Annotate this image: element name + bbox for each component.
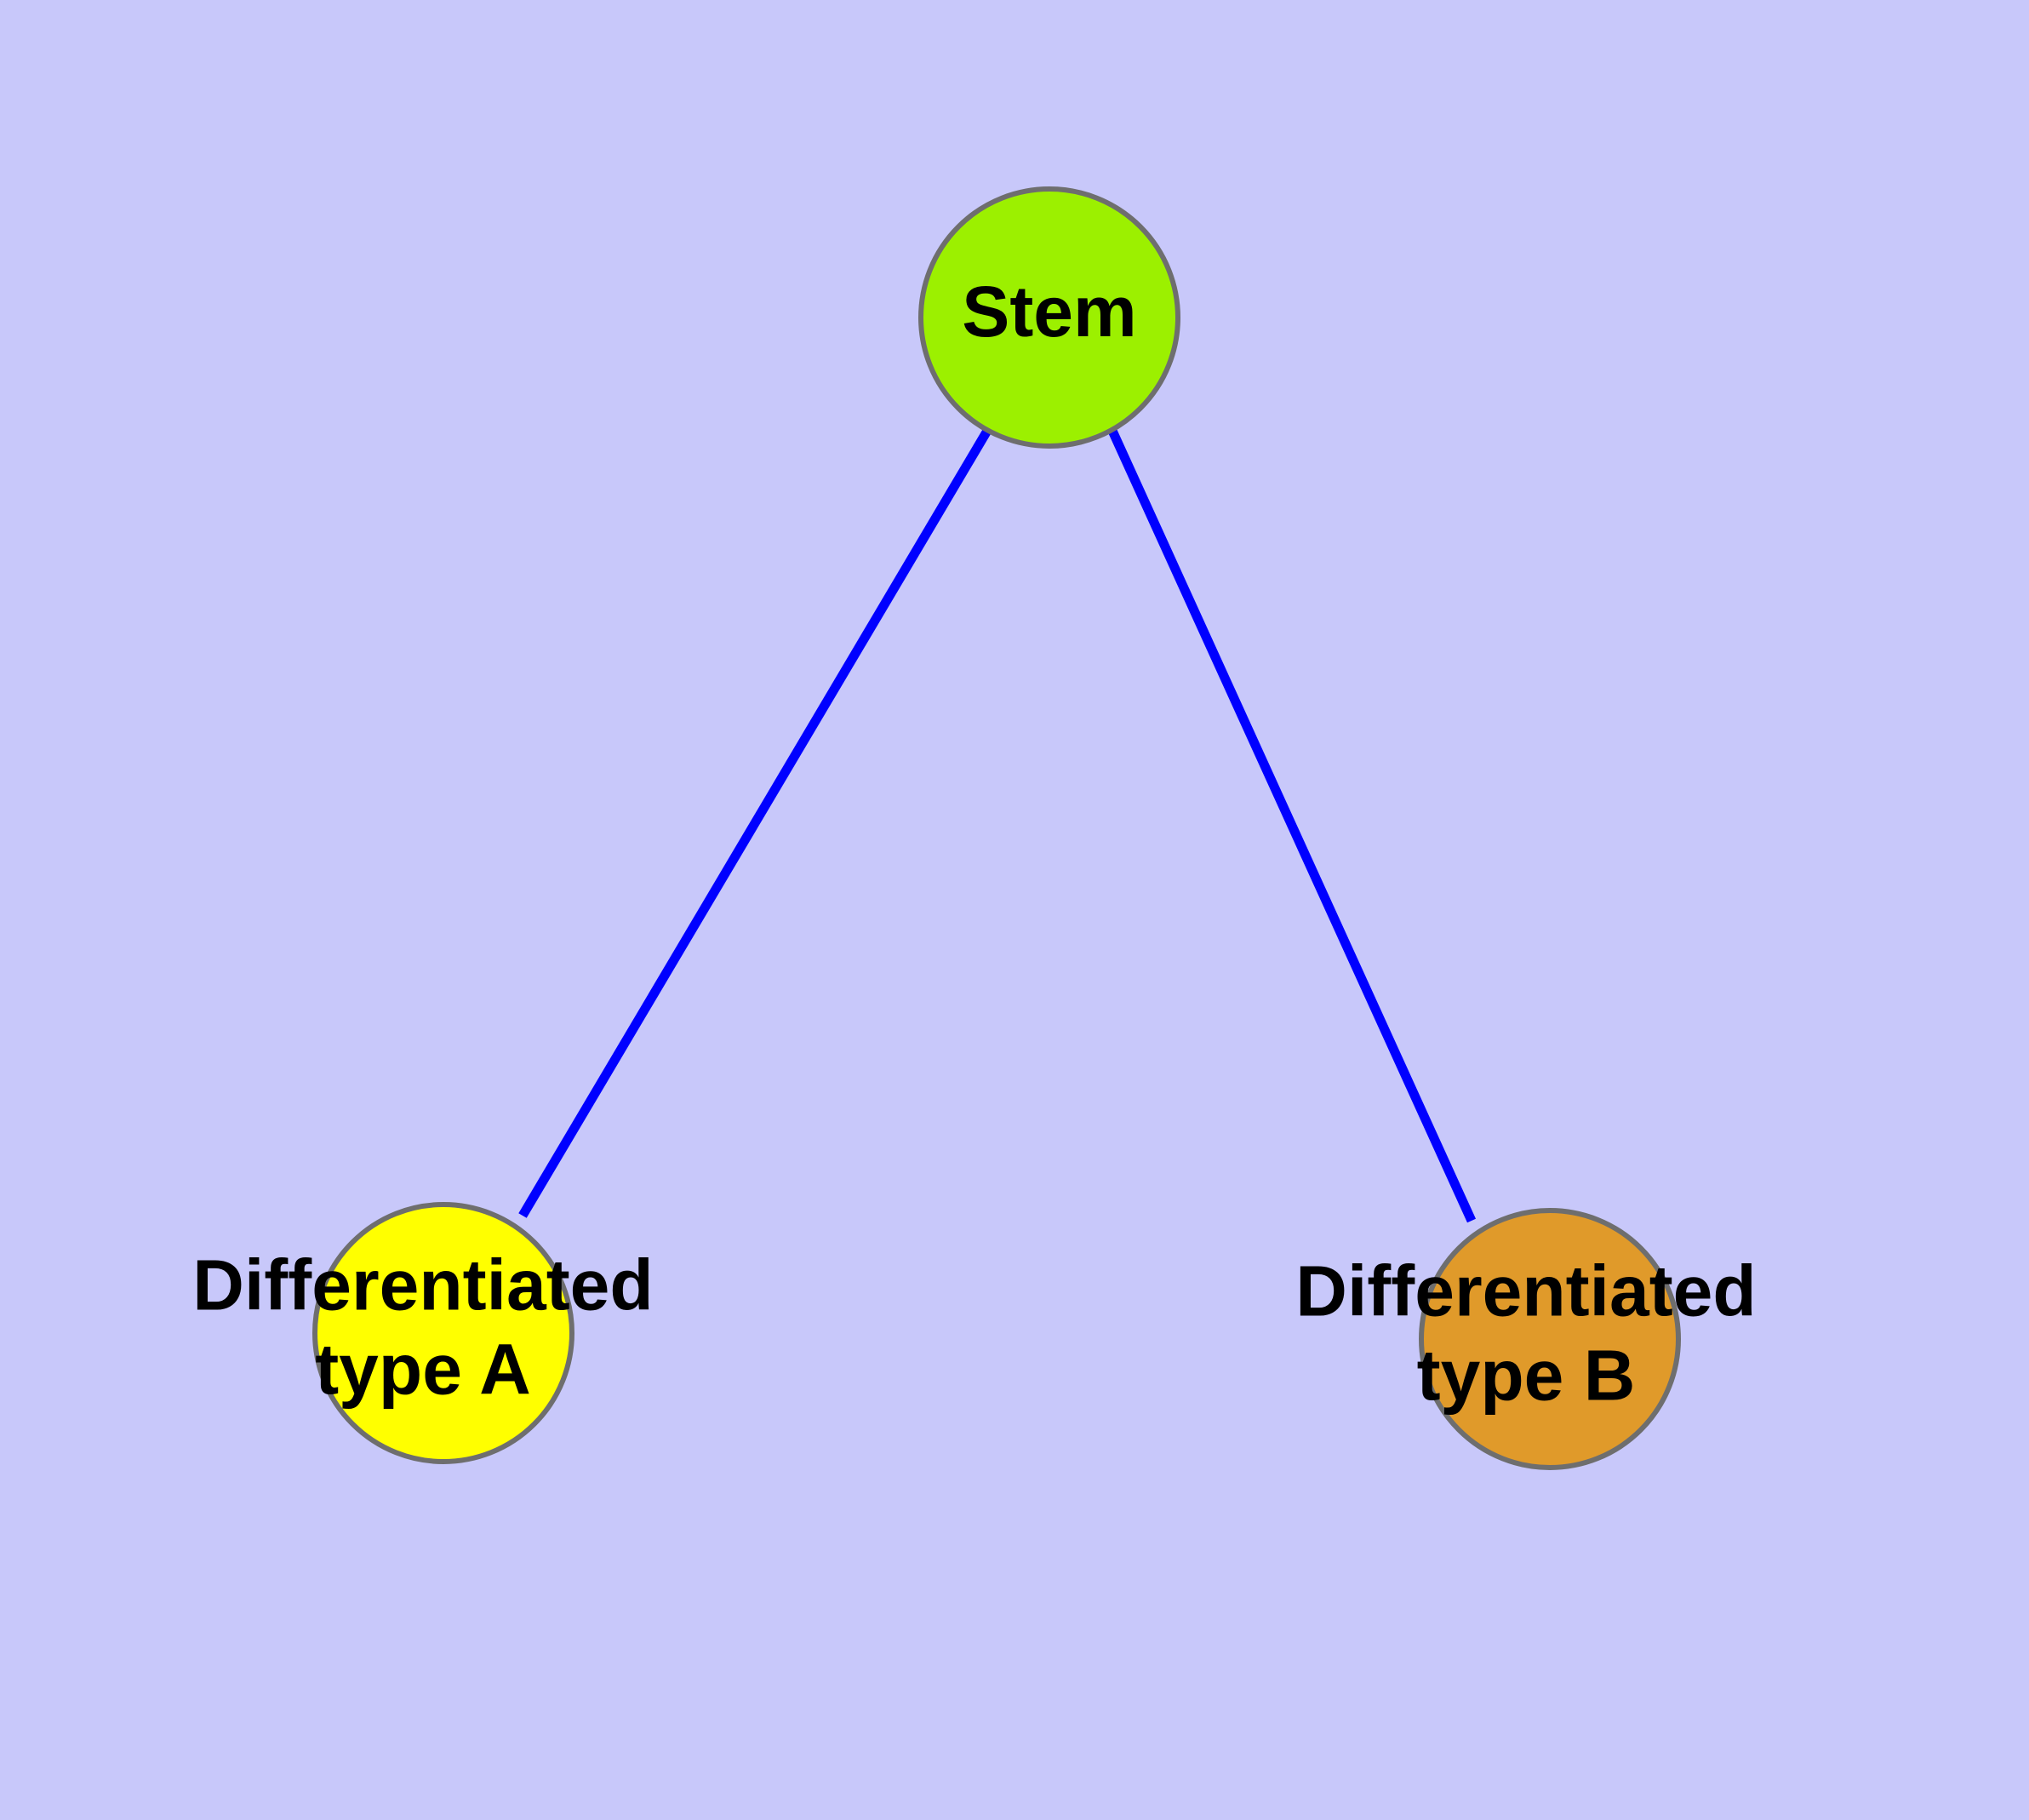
edges-layer <box>518 428 1477 1223</box>
node-circle-stem[interactable] <box>918 186 1180 449</box>
edge-stem-diff-b[interactable] <box>1107 428 1477 1223</box>
node-label-line: Stem <box>962 272 1136 352</box>
node-label-line: type A <box>315 1330 531 1410</box>
node-label-stem: Stem <box>962 272 1136 352</box>
node-stem[interactable]: Stem <box>918 186 1180 449</box>
edge-stem-diff-a[interactable] <box>518 428 992 1218</box>
node-label-line: type B <box>1417 1336 1636 1416</box>
node-circle-diff_a[interactable] <box>312 1202 574 1464</box>
node-label-line: Differentiated <box>192 1245 653 1325</box>
node-label-line: Differentiated <box>1295 1251 1756 1331</box>
node-circle-diff_b[interactable] <box>1419 1208 1681 1470</box>
